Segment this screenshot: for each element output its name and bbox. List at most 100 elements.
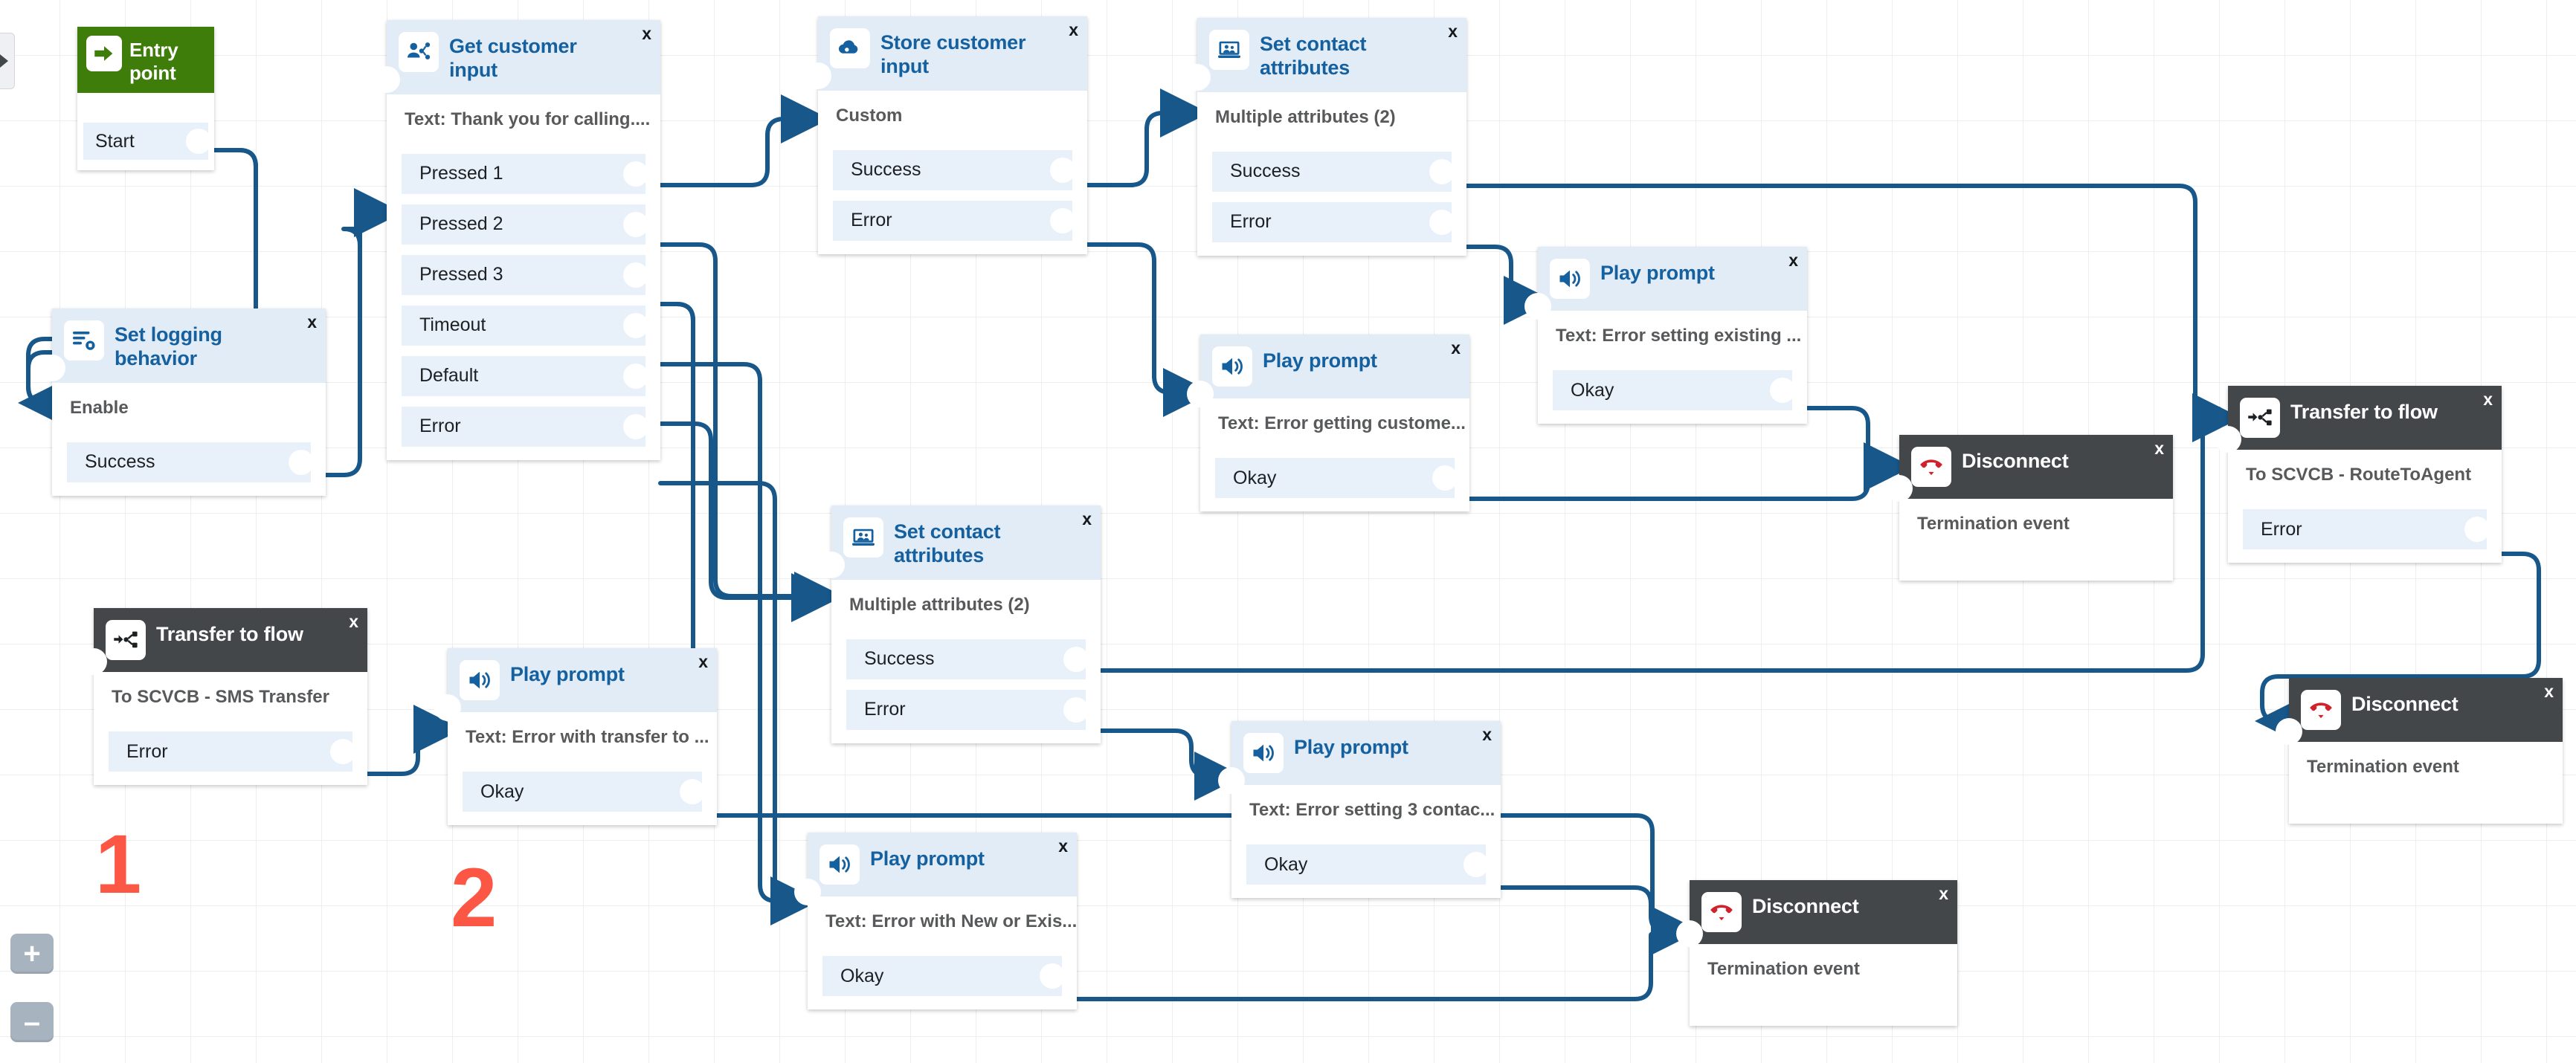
port-connector-dot[interactable]: [623, 262, 648, 288]
port-connector-dot[interactable]: [1040, 963, 1065, 989]
close-icon[interactable]: x: [2154, 439, 2164, 458]
close-icon[interactable]: x: [642, 24, 651, 43]
node-output-port[interactable]: Error: [402, 406, 648, 447]
node-input-port[interactable]: [434, 694, 461, 721]
node-input-port[interactable]: [794, 879, 821, 905]
port-connector-dot[interactable]: [1432, 465, 1458, 491]
node-header[interactable]: Entry point: [77, 27, 214, 94]
node-output-port[interactable]: Default: [402, 355, 648, 396]
node-output-port[interactable]: Okay: [822, 956, 1065, 996]
node-input-port[interactable]: [2215, 426, 2241, 453]
node-output-port[interactable]: Success: [833, 149, 1075, 190]
port-connector-dot[interactable]: [2464, 517, 2490, 542]
node-output-port[interactable]: Pressed 1: [402, 153, 648, 194]
close-icon[interactable]: x: [1448, 22, 1458, 41]
port-connector-dot[interactable]: [1050, 207, 1075, 233]
port-connector-dot[interactable]: [680, 779, 705, 804]
node-input-port[interactable]: [39, 355, 65, 381]
node-input-port[interactable]: [1187, 381, 1214, 407]
node-input-port[interactable]: [1886, 475, 1913, 502]
node-output-port[interactable]: Error: [109, 731, 355, 772]
left-panel-toggle[interactable]: [0, 33, 15, 89]
port-connector-dot[interactable]: [1063, 697, 1089, 723]
node-input-port[interactable]: [2276, 718, 2302, 745]
close-icon[interactable]: x: [349, 612, 358, 631]
node-input-port[interactable]: [1676, 920, 1703, 947]
port-connector-dot[interactable]: [1429, 158, 1455, 184]
port-connector-dot[interactable]: [623, 161, 648, 187]
node-output-port[interactable]: Okay: [463, 772, 705, 812]
node-output-port[interactable]: Okay: [1246, 844, 1489, 885]
node-input-port[interactable]: [805, 62, 831, 89]
port-connector-dot[interactable]: [623, 413, 648, 439]
close-icon[interactable]: x: [1482, 725, 1492, 744]
port-connector-dot[interactable]: [1063, 646, 1089, 672]
close-icon[interactable]: x: [2544, 682, 2554, 701]
node-output-port[interactable]: Pressed 3: [402, 254, 648, 295]
port-connector-dot[interactable]: [289, 449, 314, 475]
port-connector-dot[interactable]: [330, 739, 355, 764]
port-connector-dot[interactable]: [623, 363, 648, 389]
close-icon[interactable]: x: [1451, 338, 1461, 358]
node-input-port[interactable]: [1524, 293, 1551, 320]
port-connector-dot[interactable]: [623, 312, 648, 338]
node-output-port[interactable]: Error: [1212, 201, 1455, 242]
node-input-port[interactable]: [80, 648, 107, 675]
close-icon[interactable]: x: [1082, 509, 1092, 529]
close-icon[interactable]: x: [698, 652, 708, 671]
node-output-port[interactable]: Timeout: [402, 305, 648, 346]
close-icon[interactable]: x: [1069, 20, 1078, 39]
node-output-port[interactable]: Okay: [1215, 458, 1458, 498]
close-icon[interactable]: x: [1058, 836, 1068, 856]
node-input-port[interactable]: [1218, 767, 1245, 794]
node-output-port[interactable]: Success: [1212, 151, 1455, 192]
node-input-port[interactable]: [818, 552, 845, 578]
node-output-port[interactable]: Start: [83, 123, 211, 161]
close-icon[interactable]: x: [1939, 884, 1948, 903]
port-connector-dot[interactable]: [1770, 378, 1795, 403]
node-output-port[interactable]: Error: [2243, 509, 2490, 549]
port-connector-dot[interactable]: [1050, 157, 1075, 183]
node-output-port[interactable]: Okay: [1553, 370, 1795, 410]
node-input-port[interactable]: [1184, 64, 1211, 91]
node-output-port[interactable]: Success: [67, 442, 314, 482]
node-output-port[interactable]: Error: [833, 200, 1075, 241]
port-connector-dot[interactable]: [1464, 852, 1489, 877]
close-icon[interactable]: x: [2483, 390, 2493, 409]
node-input-port[interactable]: [373, 66, 400, 93]
close-icon[interactable]: x: [307, 312, 317, 332]
node-output-port[interactable]: Success: [846, 639, 1089, 679]
zoom-in-button[interactable]: +: [10, 934, 54, 974]
node-output-port[interactable]: Error: [846, 689, 1089, 730]
